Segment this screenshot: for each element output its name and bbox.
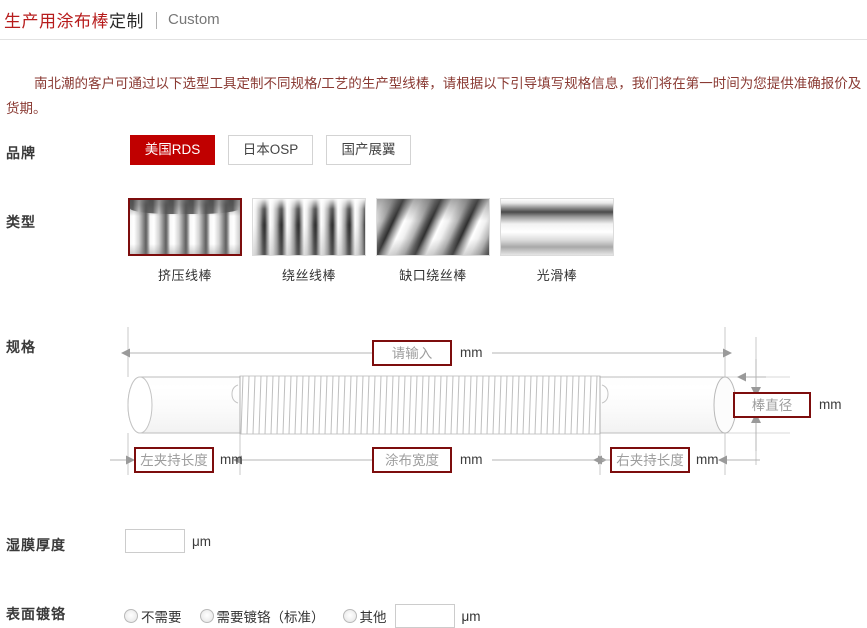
page-header: 生产用涂布棒定制 Custom <box>0 0 867 40</box>
brand-options: 美国RDS 日本OSP 国产展翼 <box>130 135 424 165</box>
spec-diagram: mm mm mm mm mm <box>0 315 867 500</box>
chrome-unit: μm <box>461 608 481 624</box>
radio-icon[interactable] <box>199 609 214 623</box>
rod-diameter-unit: mm <box>819 397 842 412</box>
chrome-option-other[interactable]: 其他 <box>342 606 387 626</box>
type-options: 挤压线棒 绕丝线棒 缺口绕丝棒 光滑棒 <box>128 198 624 284</box>
brand-option-rds[interactable]: 美国RDS <box>130 135 215 165</box>
rod-texture-icon <box>377 199 489 255</box>
page-title-en: Custom <box>168 11 220 28</box>
type-caption-wound: 绕丝线棒 <box>281 268 336 283</box>
type-option-wound[interactable]: 绕丝线棒 <box>252 198 366 284</box>
type-option-smooth[interactable]: 光滑棒 <box>500 198 614 284</box>
type-label: 类型 <box>6 214 36 230</box>
type-thumb-notched <box>376 198 490 256</box>
type-option-extruded[interactable]: 挤压线棒 <box>128 198 242 284</box>
title-separator <box>156 12 157 29</box>
right-clamp-length-input[interactable] <box>610 447 690 473</box>
type-caption-notched: 缺口绕丝棒 <box>399 268 467 283</box>
radio-icon[interactable] <box>342 609 357 623</box>
total-length-input[interactable] <box>372 340 452 366</box>
page-title-red: 生产用涂布棒 <box>4 12 109 31</box>
left-clamp-length-input[interactable] <box>134 447 214 473</box>
brand-option-zhanyi[interactable]: 国产展翼 <box>326 135 411 165</box>
chrome-label: 表面镀铬 <box>6 606 66 622</box>
type-caption-smooth: 光滑棒 <box>536 268 578 283</box>
brand-label: 品牌 <box>6 145 36 161</box>
type-option-notched[interactable]: 缺口绕丝棒 <box>376 198 490 284</box>
chrome-option-none-label: 不需要 <box>141 610 182 625</box>
rod-diameter-input[interactable] <box>733 392 811 418</box>
brand-option-osp[interactable]: 日本OSP <box>228 135 313 165</box>
chrome-option-none[interactable]: 不需要 <box>124 606 182 626</box>
coating-width-input[interactable] <box>372 447 452 473</box>
radio-icon[interactable] <box>124 609 138 623</box>
wet-film-unit: μm <box>192 534 212 549</box>
type-caption-extruded: 挤压线棒 <box>157 268 212 283</box>
right-clamp-unit: mm <box>696 452 719 467</box>
chrome-option-standard[interactable]: 需要镀铬（标准） <box>199 606 325 626</box>
type-thumb-wound <box>252 198 366 256</box>
wet-film-label: 湿膜厚度 <box>6 537 66 553</box>
rod-texture-icon <box>130 200 240 254</box>
rod-texture-icon <box>501 199 613 255</box>
intro-paragraph: 南北潮的客户可通过以下选型工具定制不同规格/工艺的生产型线棒，请根据以下引导填写… <box>6 75 862 116</box>
type-thumb-extruded <box>128 198 242 256</box>
spec-label: 规格 <box>6 339 36 355</box>
chrome-option-standard-label: 需要镀铬（标准） <box>216 610 325 625</box>
chrome-option-other-label: 其他 <box>359 610 387 625</box>
chrome-options: 不需要 需要镀铬（标准） 其他 μm <box>124 604 481 628</box>
coating-width-unit: mm <box>460 452 483 467</box>
chrome-other-input[interactable] <box>394 604 455 628</box>
rod-texture-icon <box>253 199 365 255</box>
total-length-unit: mm <box>460 345 483 360</box>
rod-technical-drawing <box>110 327 790 475</box>
wet-film-thickness-input[interactable] <box>125 529 185 553</box>
page-title-dark: 定制 <box>109 12 144 31</box>
left-clamp-unit: mm <box>220 452 243 467</box>
type-thumb-smooth <box>500 198 614 256</box>
